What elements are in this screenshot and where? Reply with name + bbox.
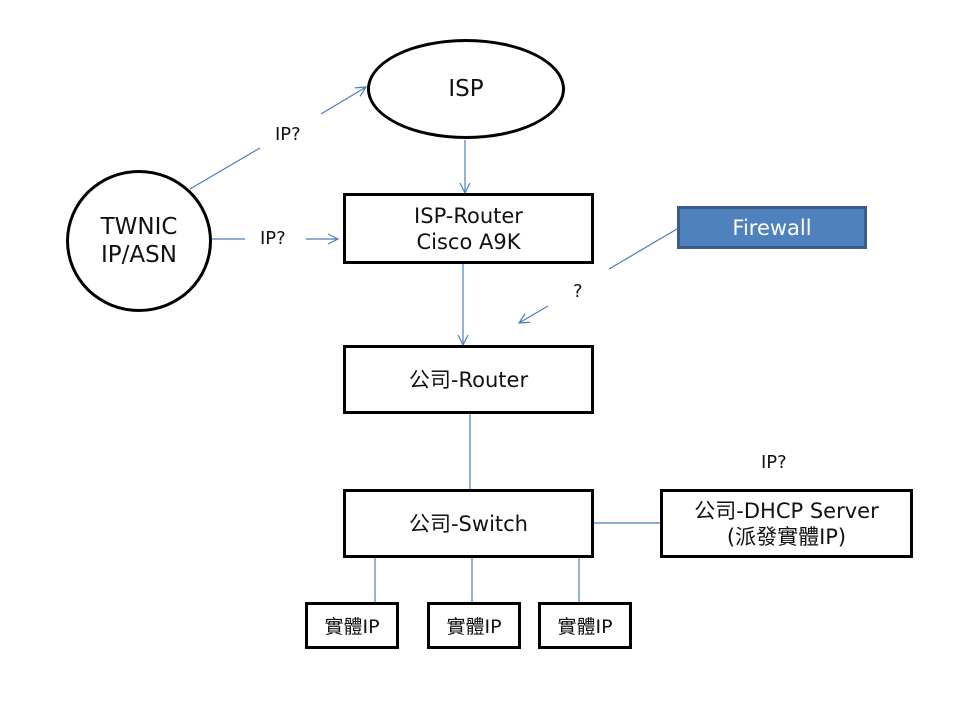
node-host-2-label: 實體IP [446,616,502,638]
node-isp-router-line1: ISP-Router [414,203,523,228]
node-twnic-line2: IP/ASN [101,242,177,268]
edge-twnic-isp-b [320,87,366,115]
edge-firewall-b [519,305,549,323]
node-company-router-label: 公司-Router [408,367,529,392]
edge-label-twnic-isp: IP? [275,124,301,145]
node-dhcp-server-line2: (派發實體IP) [726,524,847,549]
node-company-switch-label: 公司-Switch [408,511,528,536]
node-isp-router-line2: Cisco A9K [416,229,521,254]
node-twnic[interactable]: TWNIC IP/ASN [66,170,212,312]
node-host-1[interactable]: 實體IP [305,602,399,649]
node-company-switch[interactable]: 公司-Switch [343,489,594,558]
node-firewall[interactable]: Firewall [677,206,867,249]
node-host-1-label: 實體IP [324,616,380,638]
node-dhcp-server-line1: 公司-DHCP Server [694,498,879,523]
node-isp-router[interactable]: ISP-Router Cisco A9K [343,193,594,264]
edge-label-dhcp: IP? [761,452,787,473]
edge-twnic-isp-a [189,147,261,190]
node-isp[interactable]: ISP [367,39,565,139]
node-host-3-label: 實體IP [557,616,613,638]
edge-label-firewall: ? [573,281,583,302]
edge-label-twnic-isprouter: IP? [260,228,286,249]
node-isp-label: ISP [448,76,484,102]
node-twnic-line1: TWNIC [100,214,178,240]
node-firewall-label: Firewall [732,215,812,240]
node-host-3[interactable]: 實體IP [538,602,632,649]
node-host-2[interactable]: 實體IP [427,602,521,649]
edge-firewall-a [608,228,678,270]
node-dhcp-server[interactable]: 公司-DHCP Server (派發實體IP) [660,489,913,558]
node-company-router[interactable]: 公司-Router [343,345,594,414]
